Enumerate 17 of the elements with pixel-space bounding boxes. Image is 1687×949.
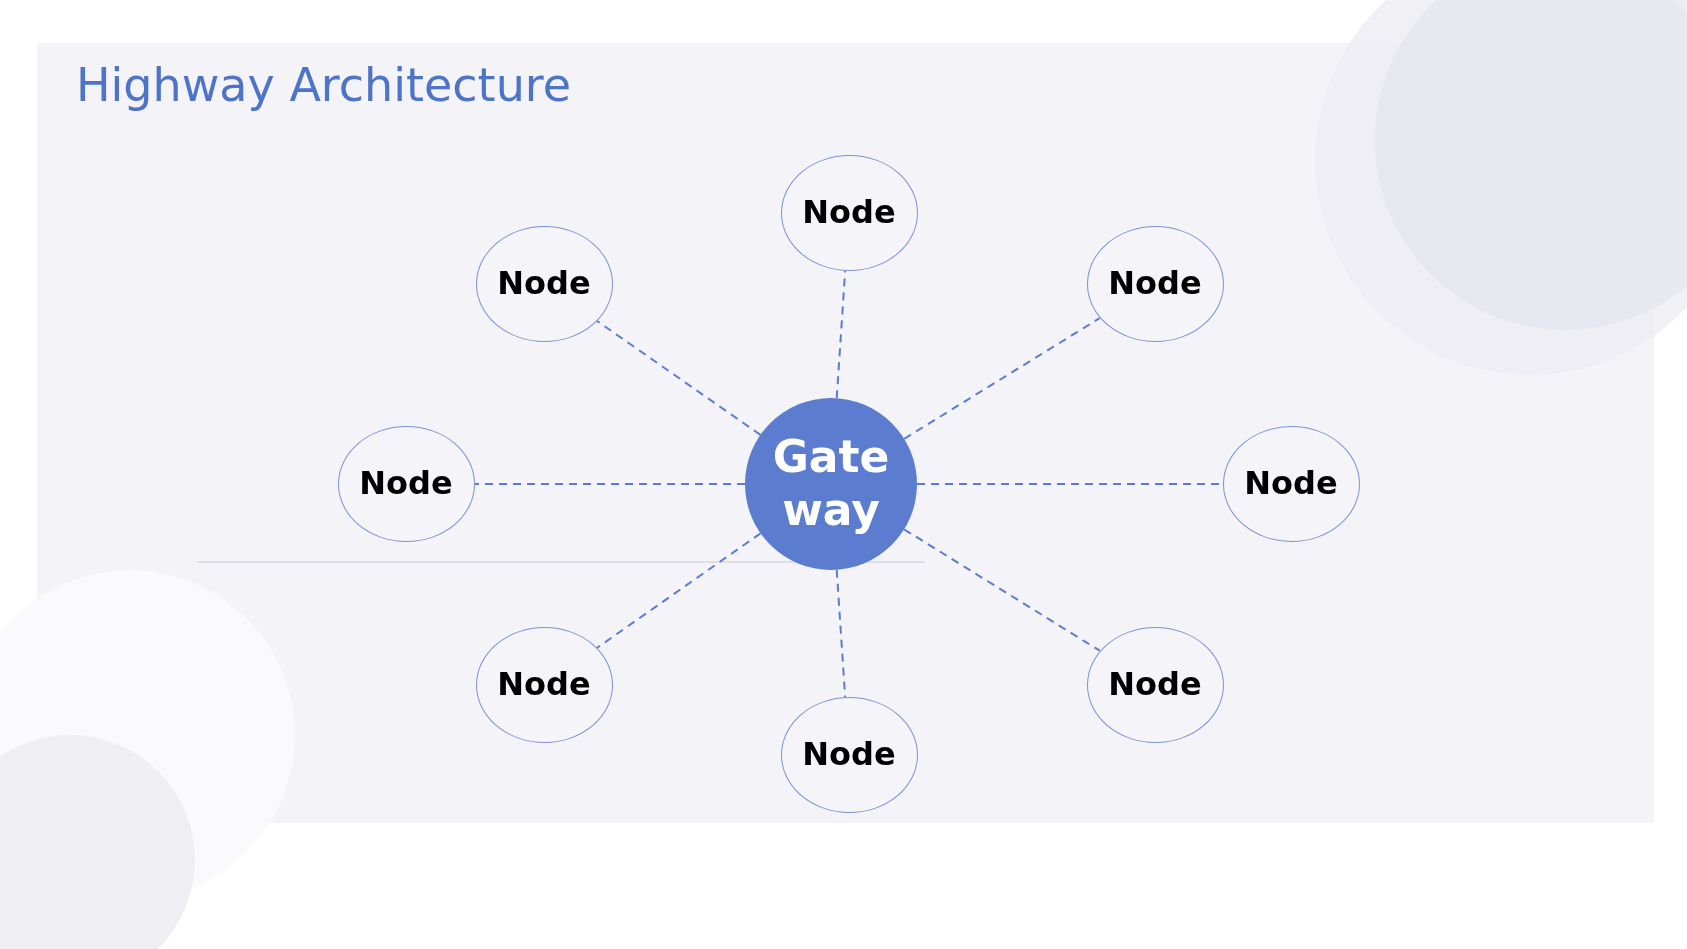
node-label: Node <box>1244 466 1338 502</box>
connector-line <box>473 483 746 485</box>
node-label: Node <box>1108 667 1202 703</box>
node-label: Node <box>802 737 896 773</box>
node-label: Node <box>359 466 453 502</box>
node-label: Node <box>802 195 896 231</box>
title: Highway Architecture <box>76 58 571 112</box>
node-label: Node <box>497 266 591 302</box>
connector-line <box>903 528 1101 652</box>
connector-line <box>595 532 762 650</box>
connector-line <box>835 269 847 400</box>
node-label: Node <box>497 667 591 703</box>
connector-line <box>595 319 762 436</box>
connector-line <box>835 568 847 699</box>
node-label: Node <box>1108 266 1202 302</box>
node-label: Gate way <box>771 431 891 537</box>
connector-line <box>903 317 1101 440</box>
